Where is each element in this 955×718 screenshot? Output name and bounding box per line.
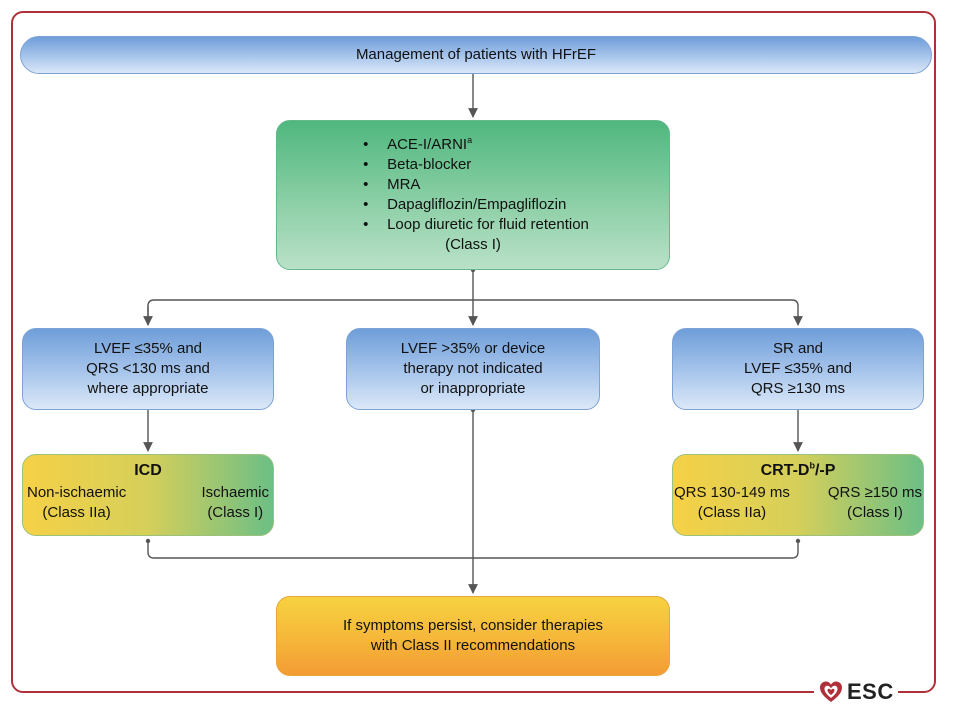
crt-left-class: (Class IIa) (697, 504, 767, 521)
criteria-line: where appropriate (87, 380, 209, 397)
criteria-line: therapy not indicated (403, 360, 543, 377)
treatment-item-loop-diuretic: Loop diuretic for fluid retention (357, 215, 589, 235)
header-text: Management of patients with HFrEF (355, 46, 597, 63)
criteria-line: QRS ≥130 ms (750, 380, 846, 397)
criteria-box-right: SR and LVEF ≤35% and QRS ≥130 ms (672, 328, 924, 410)
criteria-line: LVEF ≤35% and (743, 360, 853, 377)
crt-right-label: QRS ≥150 ms (827, 484, 922, 501)
crt-box: CRT-Db/-P QRS 130-149 ms (Class IIa) QRS… (672, 454, 924, 536)
treatment-box: ACE-I/ARNIa Beta-blocker MRA Dapaglifloz… (276, 120, 670, 270)
criteria-line: QRS <130 ms and (86, 360, 210, 377)
final-box: If symptoms persist, consider therapies … (276, 596, 670, 676)
treatment-item-ace-arni: ACE-I/ARNIa (357, 135, 589, 155)
diagram-frame (11, 11, 936, 693)
heart-icon (820, 681, 842, 702)
final-line: with Class II recommendations (370, 637, 576, 654)
criteria-line: SR and (772, 340, 824, 357)
criteria-box-left: LVEF ≤35% and QRS <130 ms and where appr… (22, 328, 274, 410)
criteria-line: LVEF ≤35% and (93, 340, 203, 357)
icd-right-label: Ischaemic (201, 484, 269, 501)
final-line: If symptoms persist, consider therapies (342, 617, 604, 634)
criteria-box-middle: LVEF >35% or device therapy not indicate… (346, 328, 600, 410)
icd-box: ICD Non-ischaemic (Class IIa) Ischaemic … (22, 454, 274, 536)
criteria-line: or inappropriate (420, 380, 526, 397)
crt-title: CRT-Db/-P (760, 460, 836, 479)
treatment-item-sglt2: Dapagliflozin/Empagliflozin (357, 195, 589, 215)
treatment-item-mra: MRA (357, 175, 589, 195)
logo-text: ESC (847, 679, 894, 704)
esc-logo: ESC (814, 675, 898, 709)
crt-left-label: QRS 130-149 ms (674, 484, 790, 501)
icd-title: ICD (134, 462, 162, 479)
icd-left-class: (Class IIa) (42, 504, 111, 521)
crt-right-class: (Class I) (847, 504, 903, 521)
icd-right-class: (Class I) (207, 504, 264, 521)
treatment-item-beta-blocker: Beta-blocker (357, 155, 589, 175)
header-box: Management of patients with HFrEF (20, 36, 932, 74)
criteria-line: LVEF >35% or device (400, 340, 546, 357)
line-merge-horizontal (147, 541, 799, 559)
treatment-class-label: (Class I) (445, 236, 501, 253)
icd-left-label: Non-ischaemic (27, 484, 127, 501)
treatment-list: ACE-I/ARNIa Beta-blocker MRA Dapaglifloz… (357, 135, 589, 235)
